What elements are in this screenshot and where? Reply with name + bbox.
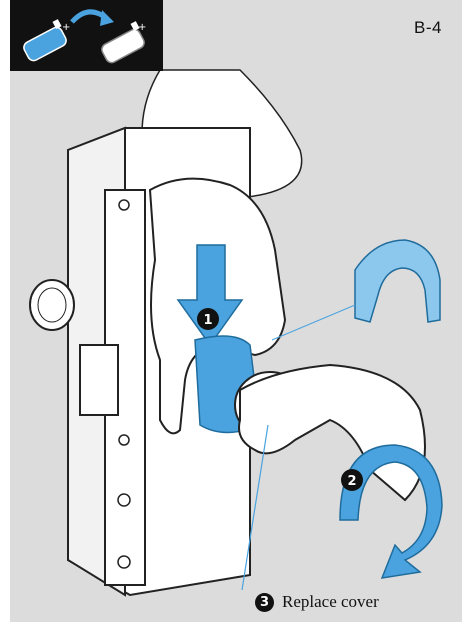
step-1-badge	[197, 308, 219, 330]
page-code: B-4	[414, 18, 442, 37]
battery-swap-panel: + +	[10, 0, 163, 71]
screw-bottom	[117, 555, 131, 569]
battery-blue-plus: +	[62, 22, 70, 33]
lock-illustration: 1 2	[29, 69, 443, 597]
step-2-badge	[341, 469, 363, 491]
step-3-text: Replace cover	[282, 592, 379, 611]
screw-mid	[118, 434, 130, 446]
down-arrow-icon	[176, 244, 244, 347]
step-3-badge: 3	[255, 592, 274, 612]
cover-leader-line	[241, 424, 269, 591]
battery-blue-icon	[23, 19, 67, 62]
step-1-number: 1	[203, 313, 212, 328]
left-knob	[29, 279, 75, 331]
clip-guide-line	[271, 304, 356, 341]
screw-low	[117, 493, 131, 507]
step-2-number: 2	[347, 474, 356, 489]
cover-clip	[354, 239, 441, 323]
battery-white-plus: +	[138, 22, 146, 33]
step-3-label: 3 Replace cover	[255, 592, 379, 612]
battery-white-icon	[101, 21, 145, 64]
screw-top	[118, 199, 130, 211]
instruction-figure: 1 2 + + B-4 3 Replace cover	[10, 0, 462, 622]
latch-bolt	[79, 344, 119, 416]
rotate-arrow-icon	[339, 444, 443, 579]
